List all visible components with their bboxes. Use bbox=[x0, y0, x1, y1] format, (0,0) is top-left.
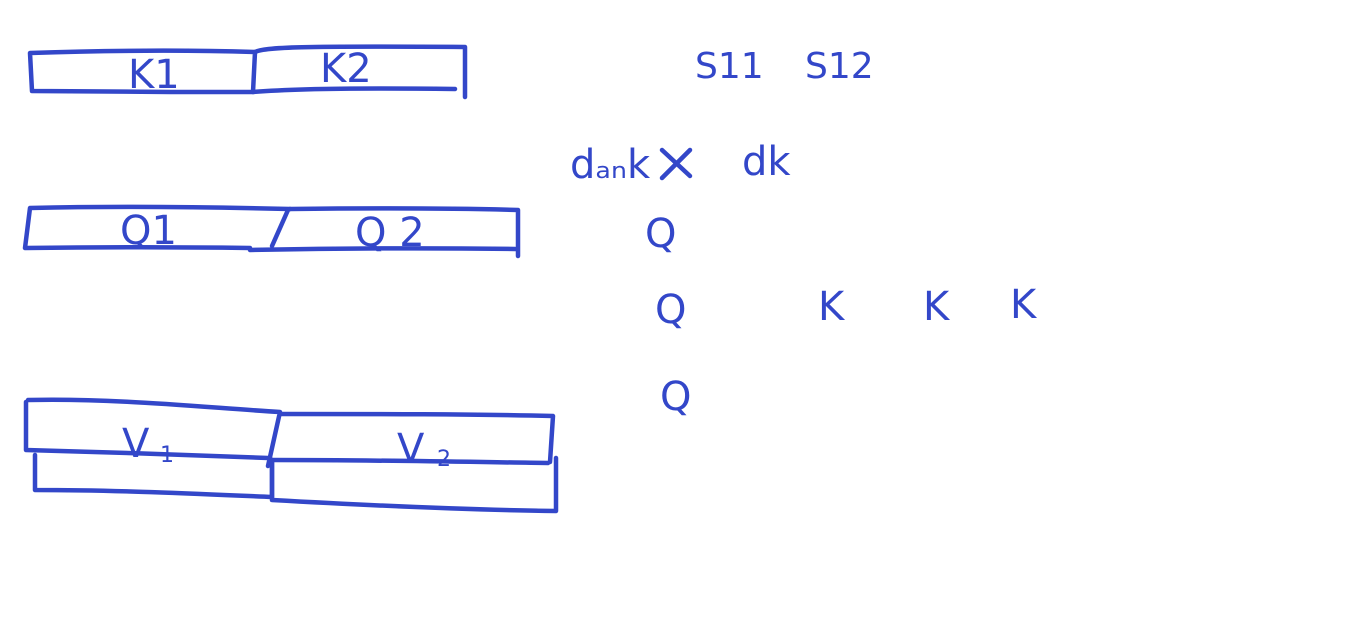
k2-box bbox=[250, 44, 468, 100]
v2-lower-box bbox=[269, 455, 559, 514]
v-block-row: V 1 V 2 bbox=[23, 397, 559, 514]
s11-label: S11 bbox=[695, 46, 764, 87]
q-row-1: Q bbox=[645, 211, 676, 257]
v1-lower-box bbox=[32, 452, 275, 500]
dmodel-strike bbox=[659, 147, 693, 181]
s12-label: S12 bbox=[805, 46, 874, 87]
q2-box bbox=[247, 206, 521, 259]
q-row-2: Q bbox=[655, 287, 686, 333]
k-block-row: K1 K2 bbox=[27, 44, 468, 100]
dk-label: dk bbox=[742, 139, 791, 185]
q-row-3: Q bbox=[660, 374, 691, 420]
q-block-row: Q1 Q 2 bbox=[22, 204, 521, 259]
v2-subscript: 2 bbox=[437, 447, 451, 472]
k2-label: K2 bbox=[320, 46, 372, 92]
q-divider bbox=[269, 207, 291, 249]
q2-label: Q 2 bbox=[355, 210, 425, 256]
k-col-3: K bbox=[1010, 282, 1038, 328]
dmodel-label: dₐₙk bbox=[570, 142, 651, 188]
q1-box bbox=[22, 204, 293, 251]
notes-group: S11 S12 dₐₙk dk Q Q Q K K K bbox=[570, 46, 1038, 420]
v1-subscript: 1 bbox=[160, 443, 174, 468]
k-col-1: K bbox=[818, 284, 846, 330]
v2-label: V bbox=[397, 426, 425, 472]
v2-box bbox=[269, 411, 556, 466]
v1-box bbox=[23, 397, 283, 469]
q1-label: Q1 bbox=[120, 208, 177, 254]
k-col-2: K bbox=[923, 284, 951, 330]
k1-box bbox=[27, 48, 258, 95]
k1-label: K1 bbox=[128, 52, 180, 98]
v1-label: V bbox=[122, 421, 150, 467]
